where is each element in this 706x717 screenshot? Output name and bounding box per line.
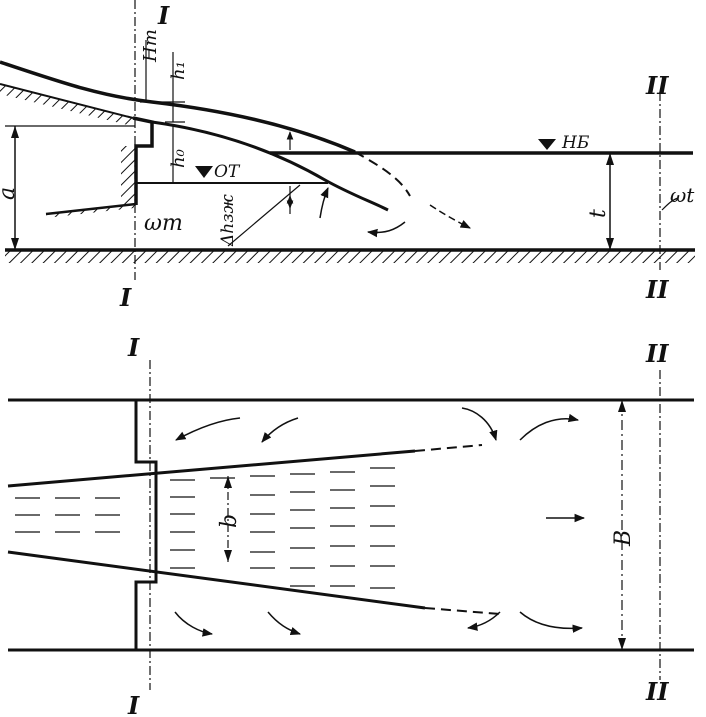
eddy-arrow-plan-7 (466, 611, 501, 631)
jet-edge-bottom (7, 550, 426, 610)
omega-t-leader (661, 197, 679, 211)
jet-edge-top-dashed (414, 444, 483, 452)
dim-b-arrow-top (224, 476, 232, 488)
eddy-arrow-plan-4 (519, 413, 580, 441)
nappe-upper-dashed (354, 151, 411, 197)
profile-view: I I II II Hт h₁ h₀ a ОТ НБ ωт Δhзж t ωt (0, 0, 695, 312)
hb-marker-icon (538, 139, 556, 150)
jet-edge-bottom-dashed (424, 607, 501, 615)
eddy-arrow-plan-6 (267, 611, 301, 635)
dim-a-arrow-top (11, 126, 19, 138)
wall-hatching (121, 146, 135, 206)
dim-B-arrow-top (618, 400, 626, 412)
dim-B-arrow-bottom (618, 638, 626, 650)
label-omega-T: ωт (144, 211, 183, 236)
upstream-ground-line (0, 83, 134, 119)
dim-a-arrow-bottom (11, 238, 19, 250)
eddy-arrow-plan-8 (519, 611, 584, 633)
dim-t-arrow-bottom (606, 238, 614, 250)
plan-view: I I II II b B (7, 333, 694, 717)
ot-marker-icon (195, 166, 213, 178)
jet-edge-top (7, 449, 416, 488)
label-I-top-profile: I (157, 1, 170, 30)
jet-water-hatching (15, 467, 395, 589)
label-t: t (586, 209, 611, 218)
eddy-arrow-plan-3 (461, 407, 498, 442)
label-b: b (217, 514, 242, 528)
flow-arrow-1 (429, 204, 471, 229)
eddy-arrow-2 (366, 221, 406, 238)
label-a: a (0, 187, 20, 200)
bed-hatching (5, 251, 695, 263)
label-hT: Hт (140, 29, 161, 63)
label-I-bottom-plan: I (127, 691, 140, 717)
label-delta-h: Δhзж (218, 194, 238, 247)
eddy-arrow-plan-1 (175, 417, 241, 441)
label-II-top-plan: II (645, 339, 669, 368)
eddy-arrow-1 (319, 187, 329, 219)
label-II-bottom-plan: II (645, 677, 669, 706)
label-omega-t: ωt (670, 183, 695, 207)
nappe-lower-surface (151, 120, 389, 212)
dim-t-arrow-top (606, 153, 614, 165)
apron-line (45, 202, 137, 216)
label-OT: ОТ (214, 162, 241, 182)
eddy-arrow-plan-5 (174, 611, 214, 637)
label-B: B (611, 530, 636, 547)
plan-structure-outline (134, 400, 158, 650)
upstream-ground (0, 84, 132, 126)
label-II-bottom-profile: II (645, 275, 669, 304)
dim-b-arrow-bottom (224, 550, 232, 562)
label-I-top-plan: I (127, 333, 140, 362)
dim-delta-h-line (227, 184, 301, 247)
label-II-top-profile: II (645, 71, 669, 100)
eddy-arrow-plan-2 (261, 417, 299, 443)
label-HB: НБ (561, 133, 590, 153)
label-I-bottom-profile: I (119, 283, 132, 312)
label-h0: h₀ (168, 149, 189, 168)
label-h1: h₁ (168, 61, 189, 80)
structure-wall (132, 116, 154, 205)
